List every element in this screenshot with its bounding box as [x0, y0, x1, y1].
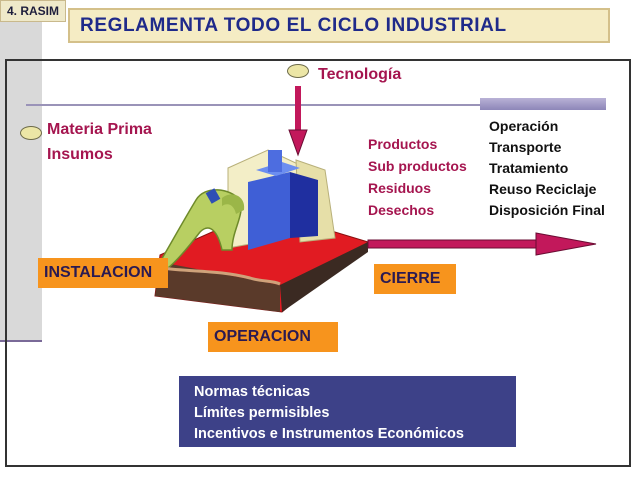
management-item: Tratamiento [489, 160, 569, 176]
slide-tag: 4. RASIM [0, 0, 66, 22]
diagram-frame [5, 59, 631, 467]
slide-title: REGLAMENTA TODO EL CICLO INDUSTRIAL [68, 8, 610, 43]
output-item: Residuos [368, 180, 432, 196]
divider-bar [480, 98, 606, 110]
left-decor-line [0, 340, 42, 342]
inputs-bullet [20, 126, 42, 140]
divider-line [26, 104, 606, 106]
left-decor-bar [0, 0, 42, 342]
management-item: Operación [489, 118, 559, 134]
stage-instalacion: INSTALACION [38, 258, 168, 288]
down-arrow-icon [288, 86, 308, 157]
building-illustration-icon [154, 149, 370, 313]
norms-box: Normas técnicas Límites permisibles Ince… [179, 376, 516, 447]
management-item: Reuso Reciclaje [489, 181, 597, 197]
stage-operacion: OPERACION [208, 322, 338, 352]
stage-operacion-label: OPERACION [214, 328, 311, 345]
norms-item: Normas técnicas [194, 384, 311, 400]
management-item: Transporte [489, 139, 562, 155]
output-item: Desechos [368, 202, 435, 218]
output-item: Sub productos [368, 158, 467, 174]
management-item: Disposición Final [489, 202, 605, 218]
stage-cierre: CIERRE [374, 264, 456, 294]
norms-item: Incentivos e Instrumentos Económicos [194, 426, 464, 442]
stage-instalacion-label: INSTALACION [44, 264, 153, 281]
output-item: Productos [368, 136, 438, 152]
input-item: Materia Prima [47, 121, 152, 138]
norms-item: Límites permisibles [194, 405, 330, 421]
outputs-list: Productos Sub productos Residuos Desecho… [368, 133, 467, 221]
tecnologia-bullet [287, 64, 309, 78]
right-arrow-icon [367, 232, 597, 256]
inputs-list: Materia Prima Insumos [47, 117, 152, 167]
management-list: Operación Transporte Tratamiento Reuso R… [489, 116, 605, 221]
stage-cierre-label: CIERRE [380, 270, 441, 287]
tecnologia-label: Tecnología [318, 66, 402, 83]
input-item: Insumos [47, 146, 113, 163]
